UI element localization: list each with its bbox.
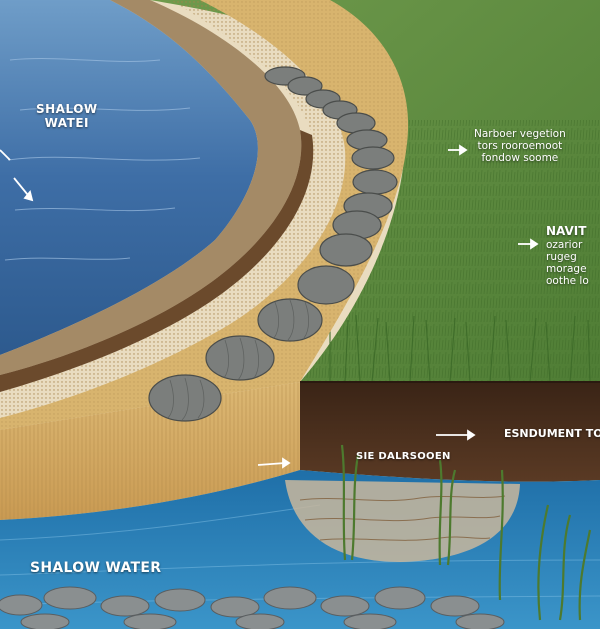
reeds bbox=[340, 444, 592, 621]
base-layer-label: SIE DALRSOOEN bbox=[356, 451, 451, 462]
vegetation-label-line2: tors rooroemoot bbox=[477, 140, 563, 153]
native-plants-label: NAVIT ozarior rugeg morage oothe lo bbox=[546, 224, 589, 287]
shallow-water-label-bottom: SHALOW WATER bbox=[30, 560, 162, 576]
shallow-water-label-top-line1: SHALOW bbox=[36, 102, 98, 116]
rock-bed bbox=[0, 586, 505, 629]
native-plants-title: NAVIT bbox=[546, 224, 587, 238]
embankment-label: ESNDUMENT TO bbox=[504, 427, 600, 440]
vegetation-label-line1: Narboer vegetion bbox=[474, 128, 566, 140]
native-plants-line1: ozarior bbox=[546, 238, 583, 251]
arrow-diagonal-icon bbox=[0, 149, 11, 161]
mudflat bbox=[0, 0, 302, 375]
coir-logs bbox=[148, 66, 398, 422]
shallow-water-label-top-line2: WATEI bbox=[44, 115, 90, 130]
native-plants-line4: oothe lo bbox=[546, 274, 589, 287]
soil-layer bbox=[300, 382, 600, 482]
vegetation-label-line3: fondow soome bbox=[481, 152, 559, 165]
shallow-water-label-top: SHALOW WATEI bbox=[36, 102, 98, 131]
vegetation-label: Narboer vegetion tors rooroemoot fondow … bbox=[474, 128, 566, 164]
shallow-water-area bbox=[0, 0, 258, 355]
native-plants-line3: morage bbox=[546, 262, 587, 275]
native-plants-line2: rugeg bbox=[546, 250, 577, 263]
